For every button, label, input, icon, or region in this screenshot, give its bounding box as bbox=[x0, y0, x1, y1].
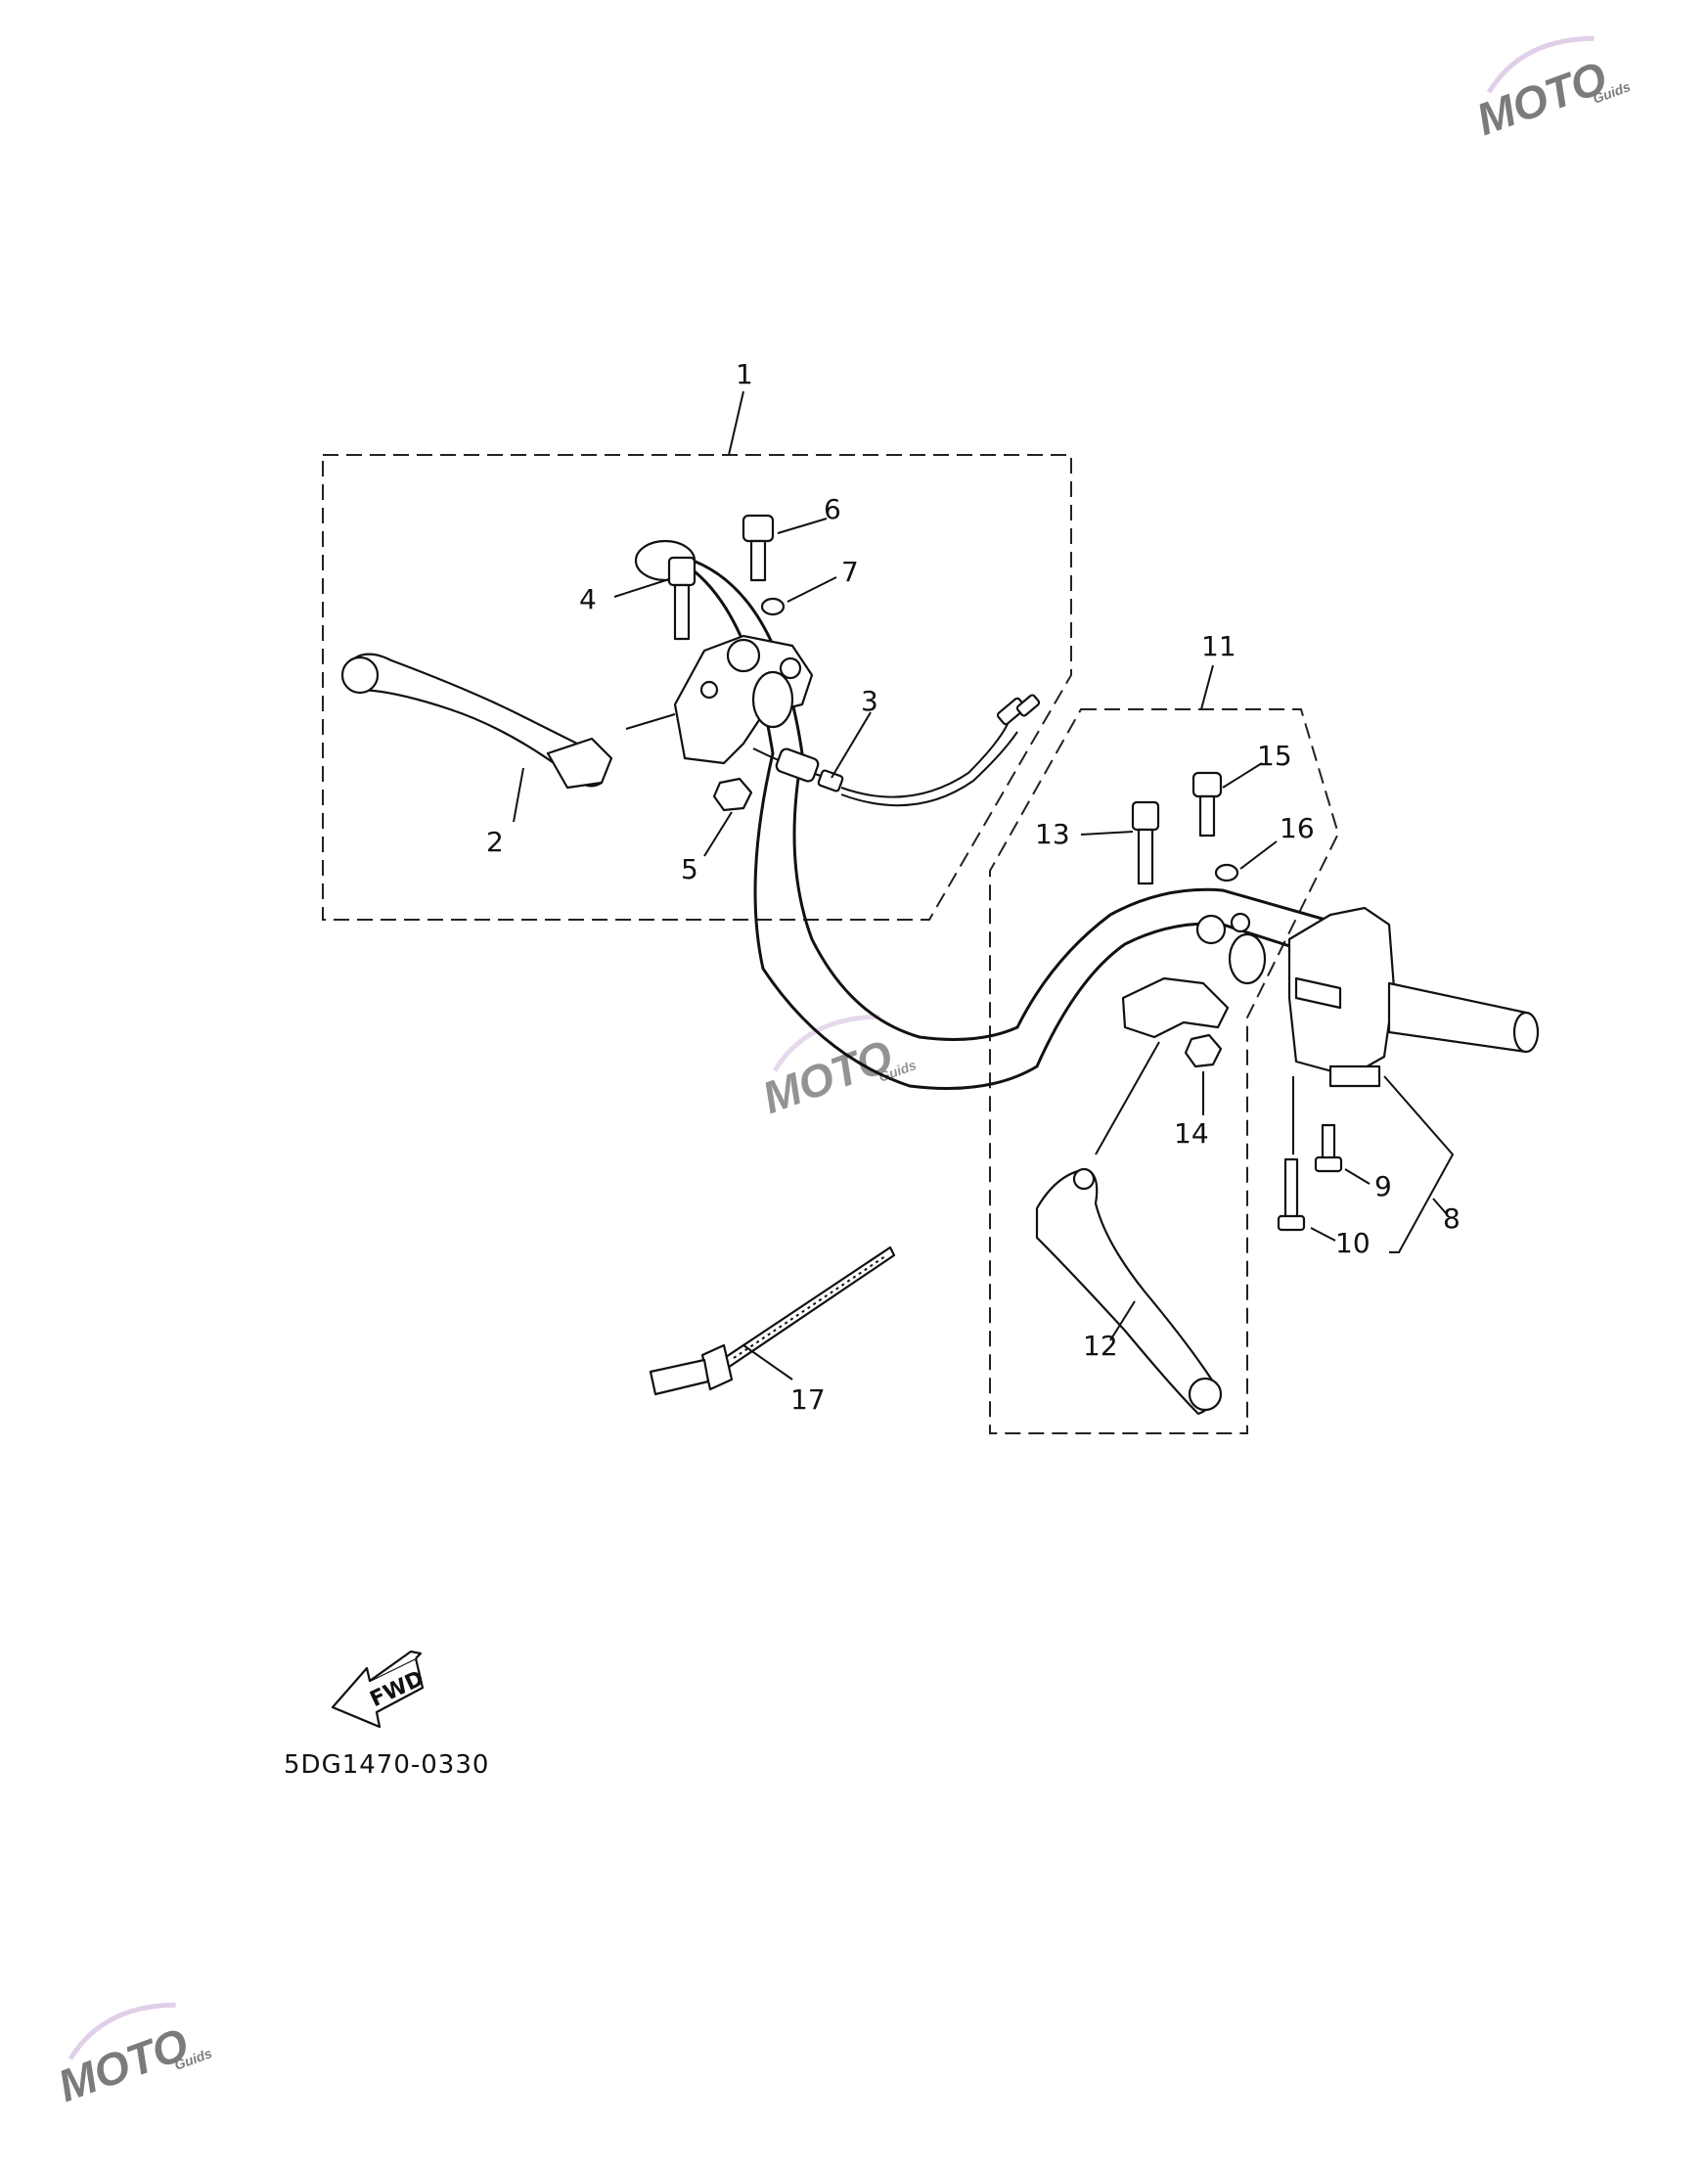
callout-12: 12 bbox=[1083, 1330, 1118, 1362]
assembly-11-boundary bbox=[989, 708, 1340, 1434]
svg-text:MOTO: MOTO bbox=[51, 2017, 195, 2111]
leader-13 bbox=[1080, 831, 1134, 836]
clutch-lever-holder bbox=[673, 634, 814, 765]
cable-tie bbox=[649, 1245, 896, 1396]
fwd-arrow-icon: FWD bbox=[331, 1650, 427, 1729]
watermark-center: MOTO Guids bbox=[755, 1014, 919, 1123]
leader-4 bbox=[613, 578, 670, 598]
leader-lever-12-holder bbox=[1095, 1041, 1160, 1155]
callout-5: 5 bbox=[681, 853, 698, 885]
bolt-15 bbox=[1191, 771, 1223, 838]
handlebar bbox=[634, 539, 1361, 1090]
assembly-1-boundary bbox=[322, 454, 1072, 921]
leader-1 bbox=[728, 390, 744, 456]
leader-2 bbox=[513, 767, 524, 823]
leader-16 bbox=[1239, 840, 1278, 870]
leader-8 bbox=[1432, 1198, 1447, 1214]
leader-15 bbox=[1222, 762, 1263, 789]
bolt-6 bbox=[742, 514, 775, 582]
brake-lever bbox=[1035, 1167, 1223, 1416]
clutch-lever bbox=[340, 653, 613, 790]
callout-6: 6 bbox=[824, 493, 841, 525]
callout-17: 17 bbox=[790, 1383, 826, 1416]
leader-12 bbox=[1109, 1300, 1136, 1341]
callout-14: 14 bbox=[1174, 1117, 1209, 1150]
nut-14 bbox=[1184, 1033, 1223, 1068]
callout-10: 10 bbox=[1335, 1227, 1371, 1259]
callout-3: 3 bbox=[861, 685, 878, 717]
bracket-8 bbox=[1383, 1075, 1455, 1253]
callout-11: 11 bbox=[1201, 630, 1236, 662]
handlebar-switch bbox=[1287, 906, 1396, 1088]
leader-10 bbox=[1310, 1227, 1336, 1242]
watermark-bottom-left: MOTO Guids bbox=[51, 2002, 214, 2111]
screw-9 bbox=[1314, 1123, 1343, 1173]
callout-4: 4 bbox=[579, 583, 597, 615]
leader-9 bbox=[1344, 1168, 1371, 1185]
svg-text:MOTO: MOTO bbox=[1469, 51, 1613, 145]
leader-6 bbox=[777, 518, 828, 534]
callout-13: 13 bbox=[1035, 818, 1070, 850]
leader-17 bbox=[742, 1344, 793, 1381]
washer-7 bbox=[760, 597, 786, 616]
svg-text:MOTO: MOTO bbox=[755, 1029, 899, 1123]
screw-10 bbox=[1277, 1157, 1306, 1232]
throttle-grip bbox=[1387, 981, 1540, 1054]
leader-lever-to-holder bbox=[625, 713, 676, 730]
diagram-code: 5DG1470-0330 bbox=[284, 1750, 489, 1780]
callout-2: 2 bbox=[486, 826, 504, 858]
callout-1: 1 bbox=[736, 358, 753, 390]
clutch-switch bbox=[752, 694, 1041, 807]
brake-lever-holder bbox=[1121, 912, 1267, 1039]
leader-11 bbox=[1200, 664, 1214, 710]
watermark-top-right: MOTO Guids bbox=[1469, 35, 1633, 145]
bolt-13 bbox=[1131, 800, 1160, 885]
leader-5 bbox=[703, 811, 733, 857]
callout-8: 8 bbox=[1443, 1202, 1461, 1235]
bolt-4 bbox=[667, 556, 697, 641]
callout-16: 16 bbox=[1280, 812, 1315, 844]
callout-7: 7 bbox=[841, 556, 859, 588]
washer-16 bbox=[1214, 863, 1239, 883]
leader-3 bbox=[831, 711, 872, 779]
nut-5 bbox=[712, 777, 753, 812]
callout-15: 15 bbox=[1257, 740, 1292, 772]
callout-9: 9 bbox=[1374, 1170, 1392, 1202]
leader-7 bbox=[787, 576, 837, 603]
